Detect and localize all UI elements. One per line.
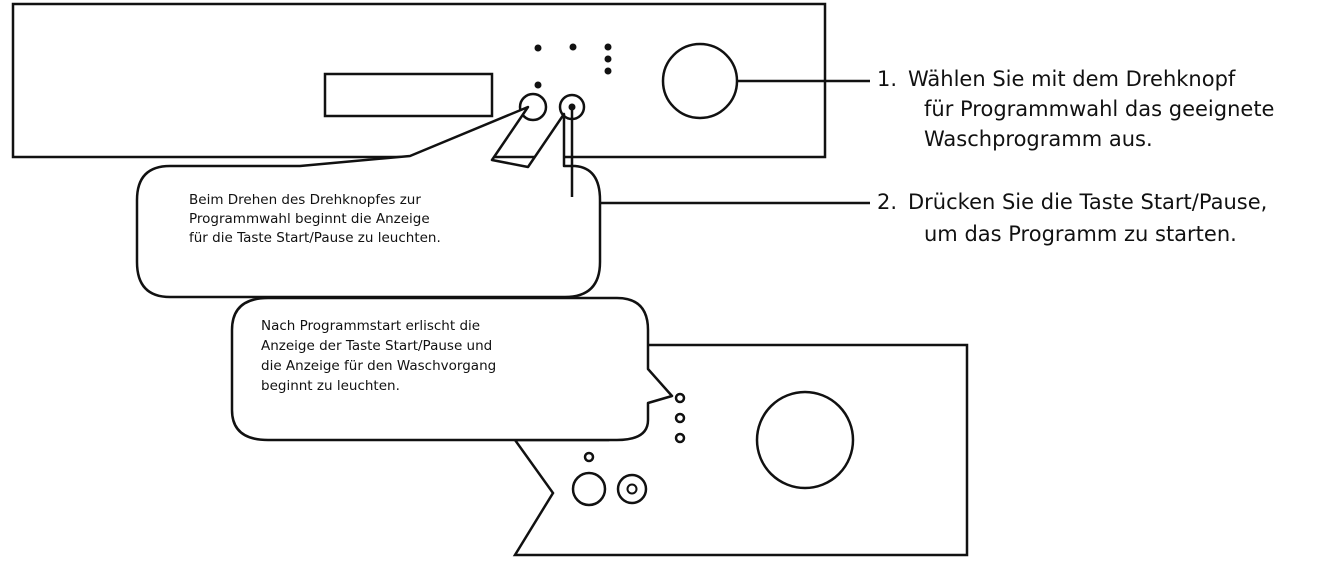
indicator-dot xyxy=(604,67,612,75)
indicator-dot xyxy=(604,43,612,51)
indicator-dot xyxy=(534,81,542,89)
callout-bottom-line: die Anzeige für den Waschvorgang xyxy=(261,358,496,374)
indicator-dot xyxy=(569,43,577,51)
callout-top-line: Programmwahl beginnt die Anzeige xyxy=(189,211,430,227)
callout-bottom-line: Nach Programmstart erlischt die xyxy=(261,318,480,334)
callout-bottom-line: beginnt zu leuchten. xyxy=(261,378,400,394)
indicator-ring xyxy=(674,392,686,404)
indicator-ring xyxy=(674,432,686,444)
step-2-number: 2. xyxy=(877,190,897,214)
callout-bottom xyxy=(230,296,674,442)
step-1-line: Wählen Sie mit dem Drehknopf xyxy=(908,67,1236,91)
step-2-line: um das Programm zu starten. xyxy=(924,222,1237,246)
indicator-dot xyxy=(604,55,612,63)
display-window xyxy=(323,72,494,118)
start-pause-button xyxy=(616,473,648,505)
callout-bottom-bubble xyxy=(230,296,674,442)
step-1-line: für Programmwahl das geeignete xyxy=(924,97,1274,121)
callout-top-line: für die Taste Start/Pause zu leuchten. xyxy=(189,230,441,246)
option-button xyxy=(518,92,548,122)
callout-top xyxy=(135,105,602,299)
indicator-ring xyxy=(674,412,686,424)
callout-top-bubble xyxy=(135,105,602,299)
callout-bottom-line: Anzeige der Taste Start/Pause und xyxy=(261,338,492,354)
indicator-ring xyxy=(583,451,595,463)
indicator-dot xyxy=(534,44,542,52)
callout-bottom-text: Nach Programmstart erlischt die Anzeige … xyxy=(261,318,496,394)
step-1: 1. Wählen Sie mit dem Drehknopf für Prog… xyxy=(877,67,1274,151)
program-knob xyxy=(755,390,855,490)
top-control-panel xyxy=(11,2,827,159)
start-pause-indicator-ring xyxy=(626,483,638,495)
step-1-number: 1. xyxy=(877,67,897,91)
callout-top-text: Beim Drehen des Drehknopfes zur Programm… xyxy=(189,192,441,246)
step-2-line: Drücken Sie die Taste Start/Pause, xyxy=(908,190,1267,214)
panel-frame-top xyxy=(11,2,827,159)
callout-top-line: Beim Drehen des Drehknopfes zur xyxy=(189,192,421,208)
step-2: 2. Drücken Sie die Taste Start/Pause, um… xyxy=(877,190,1267,246)
option-button xyxy=(571,471,607,507)
step-1-line: Waschprogramm aus. xyxy=(924,127,1153,151)
